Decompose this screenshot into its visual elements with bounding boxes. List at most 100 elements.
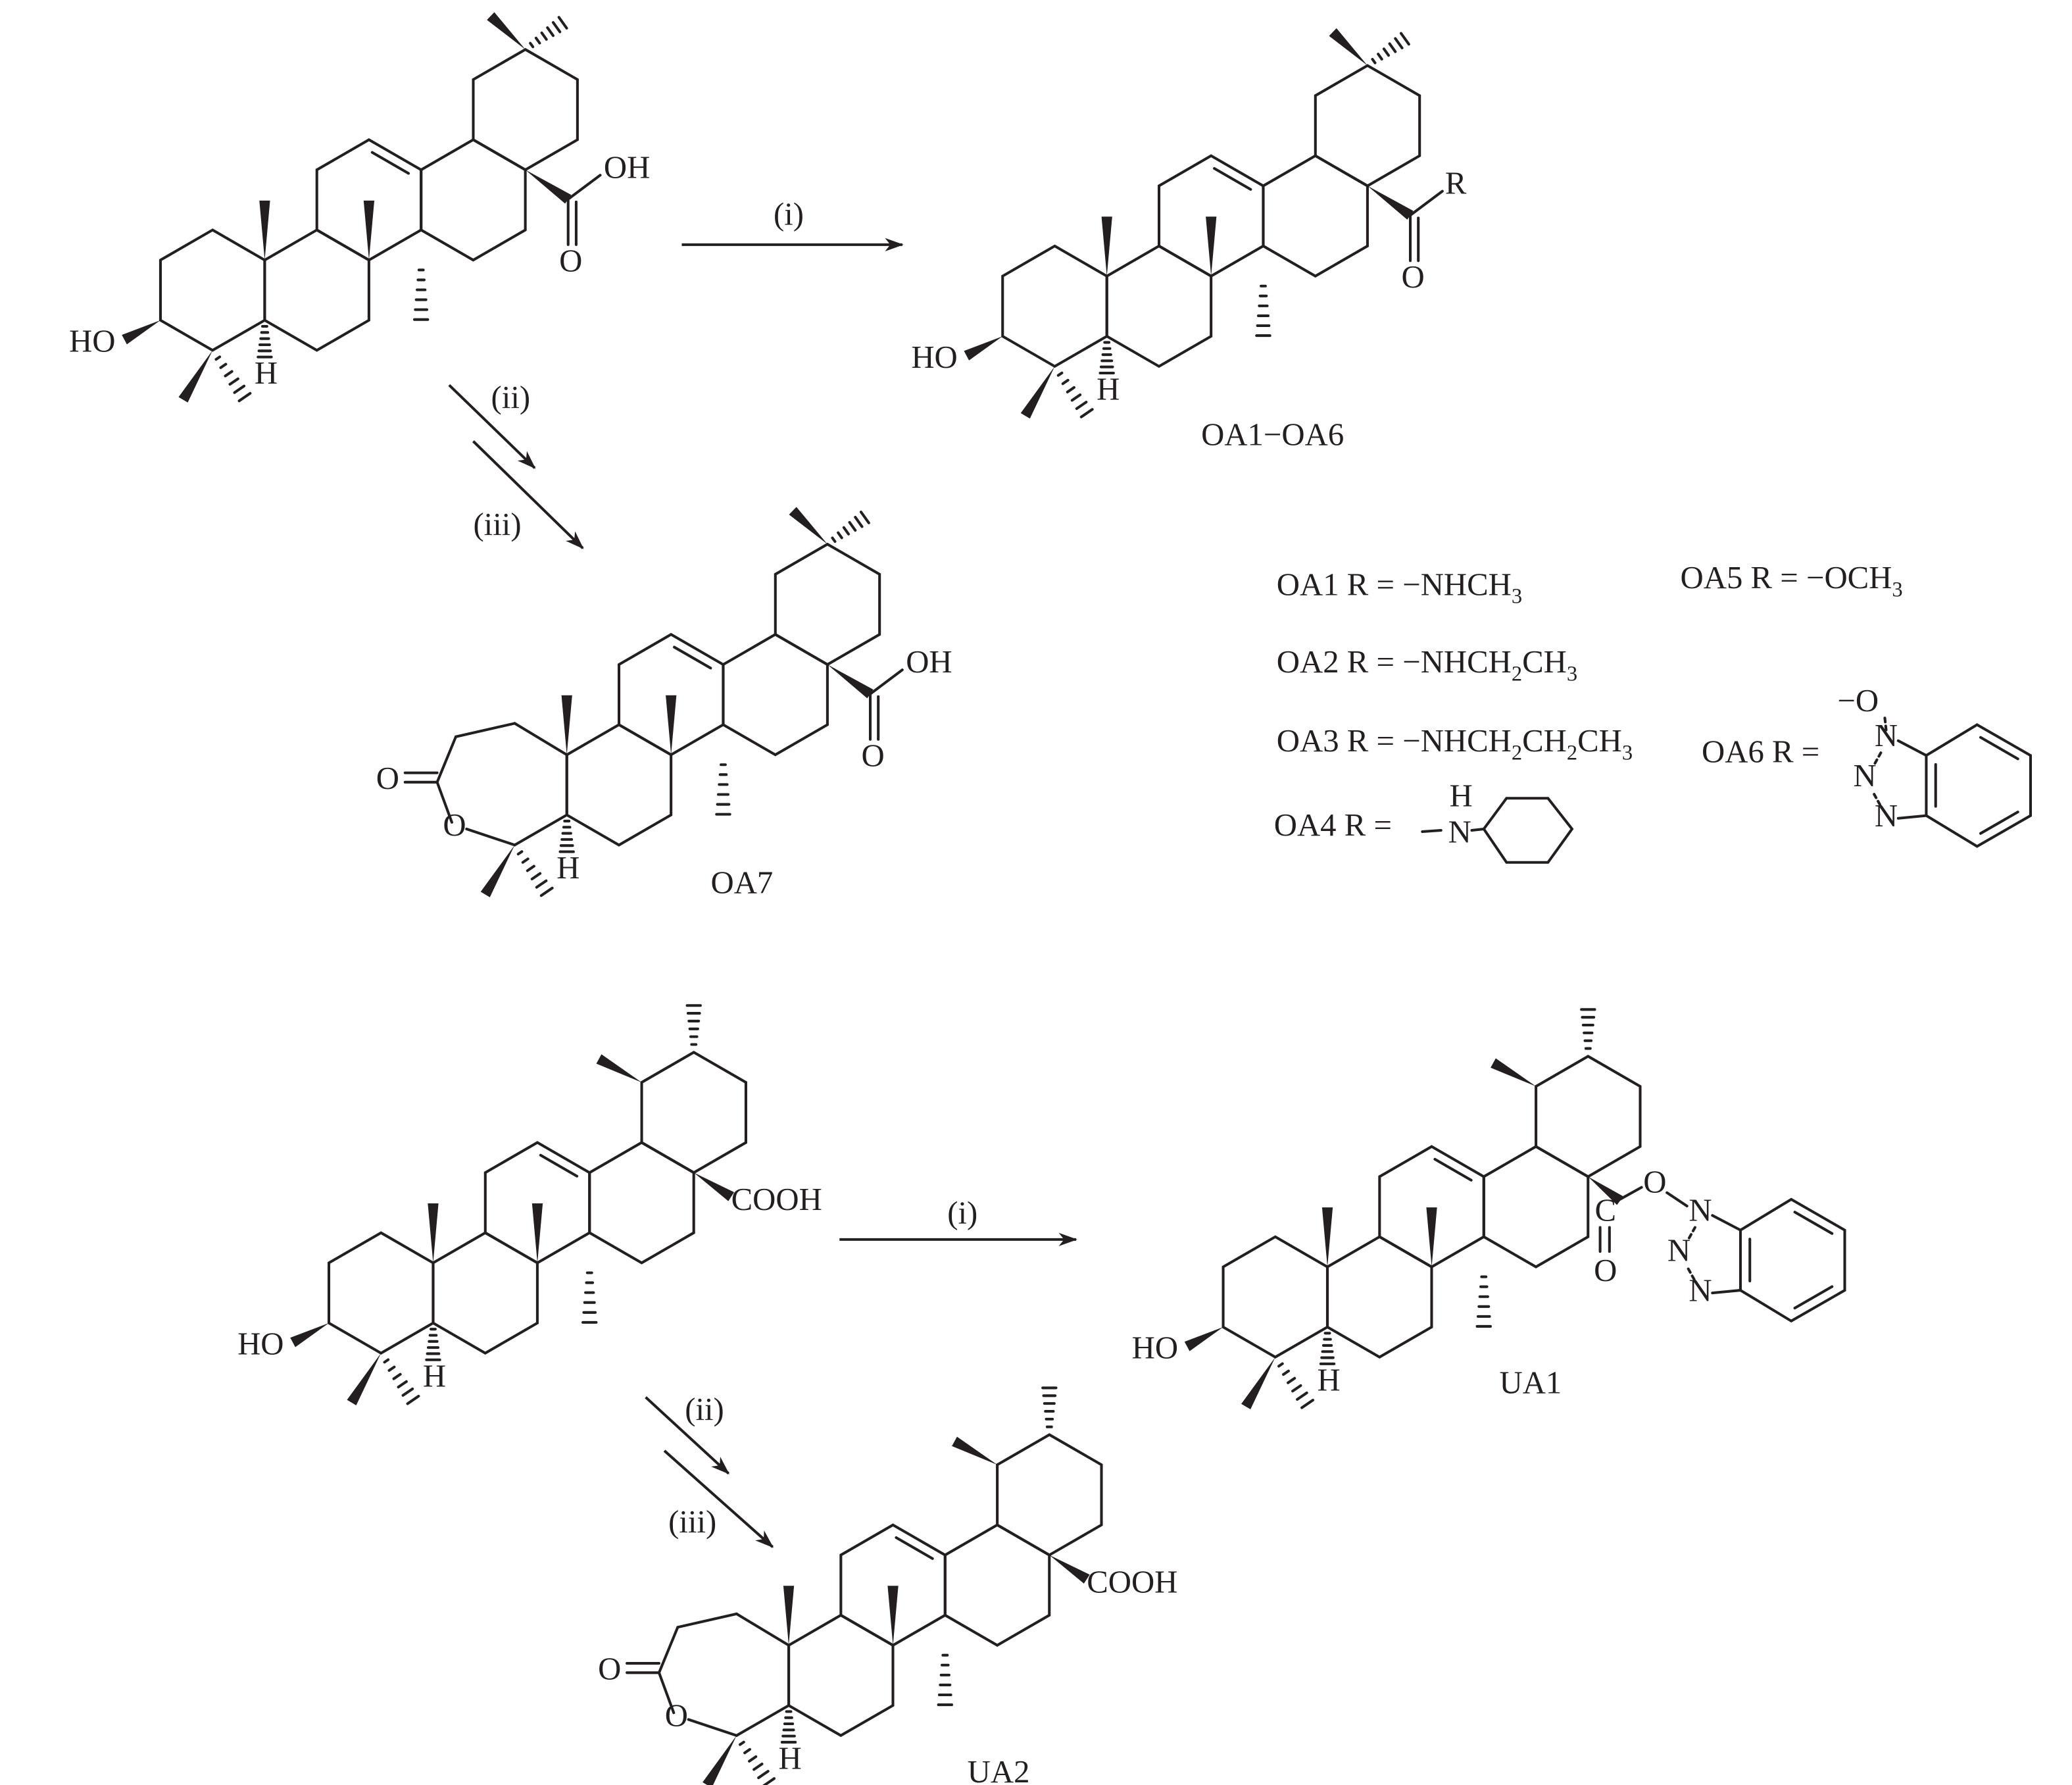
hash-mark — [530, 872, 542, 881]
reagent-label-i: (i) — [774, 196, 804, 232]
hashed-bond — [1098, 341, 1115, 375]
compound-label-oa-series: OA1−OA6 — [1201, 417, 1344, 453]
hash-mark — [752, 1762, 764, 1771]
hashed-bond — [1277, 1362, 1314, 1409]
wedge-bond — [1329, 28, 1368, 66]
reagent-label-ii: (ii) — [685, 1392, 724, 1427]
bond — [1421, 828, 1443, 834]
hash-mark — [1075, 401, 1088, 411]
ring-a — [1001, 244, 1108, 368]
bond — [1408, 189, 1444, 217]
hash-mark — [224, 370, 234, 378]
ring-a — [327, 1231, 435, 1355]
hash-mark — [1070, 393, 1082, 402]
wedge-bond — [347, 1353, 382, 1405]
hydroxyl-label: OH — [604, 149, 650, 185]
hashed-bond — [1255, 284, 1271, 338]
lactone-bond — [513, 722, 568, 757]
hash-mark — [1371, 58, 1377, 64]
nitrogen-label: N — [1853, 758, 1876, 793]
ring-d — [943, 1523, 1051, 1647]
reagent-label-i: (i) — [947, 1195, 977, 1230]
hash-mark — [540, 31, 548, 41]
benzene-ring — [1739, 1197, 1846, 1323]
wedge-bond — [1321, 1207, 1333, 1267]
r-group-label: R — [1445, 166, 1467, 201]
hydroxyl-label: HO — [69, 323, 115, 359]
hash-mark — [401, 1387, 414, 1397]
ring-b — [787, 1613, 895, 1738]
hash-mark — [535, 879, 548, 889]
oxy-linker-label: −O — [1837, 683, 1879, 718]
nitrogen-label: N — [1667, 1232, 1690, 1268]
lactone-bond — [435, 735, 458, 784]
wedge-bond — [178, 350, 213, 403]
hashed-bond — [1056, 371, 1094, 418]
wedge-bond — [290, 1322, 329, 1347]
hash-mark — [748, 1755, 758, 1763]
lactone-bond — [657, 1671, 676, 1715]
legend-entry-oa1: OA1 R = −NHCH3 — [1277, 566, 1522, 608]
hash-mark — [842, 526, 851, 536]
hash-mark — [387, 1365, 396, 1372]
hashed-bond — [1475, 1275, 1492, 1328]
hash-mark — [859, 511, 870, 524]
subscript: 2 — [1567, 741, 1577, 765]
ring-e — [640, 1051, 747, 1174]
wedge-bond — [363, 200, 375, 261]
formula-text: OA6 R = — [1702, 734, 1819, 769]
cyclohexane-ring — [1482, 797, 1574, 864]
legend-entry-oa6: OA6 R = — [1702, 734, 1819, 769]
formula-text: OA4 R = — [1274, 807, 1392, 843]
ring-b — [565, 723, 673, 847]
carbonyl-oxygen-label: O — [1594, 1253, 1617, 1288]
hashed-bond — [425, 1328, 441, 1361]
wedge-bond — [1588, 1176, 1623, 1205]
hashed-bond — [529, 16, 568, 49]
hash-mark — [1277, 1362, 1284, 1368]
hydrogen-label: H — [556, 850, 580, 886]
hash-mark — [1388, 42, 1397, 53]
wedge-bond — [1241, 1357, 1275, 1410]
hash-mark — [219, 363, 228, 369]
formula-text: CH — [1522, 723, 1567, 759]
ring-e — [774, 542, 881, 666]
hashed-bond — [516, 850, 554, 897]
cyclohexylamino-group: NH — [1421, 778, 1574, 864]
wedge-bond — [783, 1586, 795, 1646]
benzene-ring — [1925, 723, 2032, 848]
formula-text: CH — [1577, 723, 1622, 759]
hash-mark — [383, 1358, 390, 1364]
wedge-bond — [428, 1203, 439, 1263]
ring-oxygen-label: O — [665, 1698, 688, 1734]
wedge-bond — [1491, 1058, 1537, 1087]
carbonyl-oxygen-label: O — [376, 761, 399, 796]
subscript: 3 — [1567, 662, 1577, 686]
wedge-bond — [887, 1586, 899, 1646]
legend-entry-oa4: OA4 R = — [1274, 807, 1392, 843]
hashed-bond — [214, 355, 252, 403]
hash-mark — [1399, 32, 1410, 46]
hash-mark — [1287, 1376, 1296, 1384]
hashed-bond — [412, 268, 430, 321]
ring-d — [722, 632, 829, 757]
bond — [1711, 1289, 1742, 1295]
wedge-bond — [789, 507, 827, 545]
hashed-bond — [257, 324, 273, 359]
hash-mark — [534, 36, 541, 45]
double-bond-line — [895, 1536, 934, 1560]
hash-mark — [551, 21, 562, 34]
ua-arrow-i: (i) — [839, 1195, 1077, 1247]
wedge-bond — [1020, 366, 1055, 419]
lactone-bond — [435, 780, 453, 824]
compound-label-ua2: UA2 — [968, 1754, 1030, 1785]
compound-label-oa7: OA7 — [710, 865, 773, 901]
hash-mark — [1296, 1391, 1308, 1401]
hash-mark — [1079, 408, 1094, 418]
nitrogen-label: N — [1448, 814, 1471, 849]
hash-mark — [546, 26, 555, 38]
